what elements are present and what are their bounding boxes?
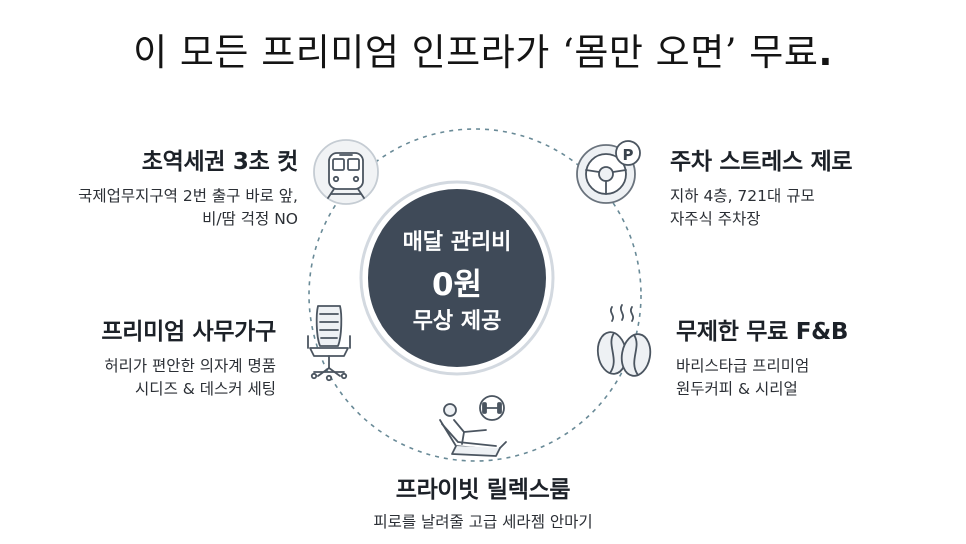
feature-furniture-desc: 허리가 편안한 의자계 명품 시디즈 & 데스커 세팅 xyxy=(101,355,276,401)
feature-subway: 초역세권 3초 컷 국제업무지구역 2번 출구 바로 앞, 비/땀 걱정 NO xyxy=(78,142,298,231)
feature-fnb-desc: 바리스타급 프리미엄 원두커피 & 시리얼 xyxy=(676,355,848,401)
headline-quote: ‘몸만 오면’ xyxy=(562,31,738,74)
center-badge-line2: 0원 xyxy=(431,267,483,303)
feature-relax-desc: 피로를 날려줄 고급 세라젬 안마기 xyxy=(283,511,683,534)
feature-parking-desc: 지하 4층, 721대 규모 자주식 주차장 xyxy=(670,185,852,231)
feature-fnb-desc-line2: 원두커피 & 시리얼 xyxy=(676,380,798,398)
feature-furniture-desc-line2: 시디즈 & 데스커 세팅 xyxy=(135,380,276,398)
headline: 이 모든 프리미엄 인프라가 ‘몸만 오면’ 무료. xyxy=(0,22,966,76)
feature-relax: 프라이빗 릴렉스룸 피로를 날려줄 고급 세라젬 안마기 xyxy=(283,470,683,534)
feature-parking: 주차 스트레스 제로 지하 4층, 721대 규모 자주식 주차장 xyxy=(670,142,853,231)
feature-parking-title: 주차 스트레스 제로 xyxy=(670,149,853,175)
feature-subway-title: 초역세권 3초 컷 xyxy=(141,149,299,175)
steering-wheel-parking-icon xyxy=(576,140,641,204)
center-badge-line3: 무상 제공 xyxy=(412,309,502,334)
headline-text-end: 무료 xyxy=(737,31,819,74)
center-badge-disc xyxy=(368,189,546,367)
dashed-orbit xyxy=(308,128,642,462)
feature-furniture-title: 프리미엄 사무가구 xyxy=(101,319,276,345)
feature-subway-desc-line2: 비/땀 걱정 NO xyxy=(202,210,298,228)
feature-subway-desc-line1: 국제업무지구역 2번 출구 바로 앞, xyxy=(78,187,298,205)
parking-badge-letter: P xyxy=(623,146,634,164)
feature-fnb-title: 무제한 무료 F&B xyxy=(676,319,849,345)
feature-relax-desc-line1: 피로를 날려줄 고급 세라젬 안마기 xyxy=(373,513,593,531)
coffee-beans-icon xyxy=(596,304,652,377)
feature-relax-title: 프라이빗 릴렉스룸 xyxy=(395,477,571,503)
feature-parking-desc-line2: 자주식 주차장 xyxy=(670,210,761,228)
feature-parking-desc-line1: 지하 4층, 721대 규모 xyxy=(670,187,815,205)
massage-chair-dumbbell-icon xyxy=(439,395,507,457)
headline-text: 이 모든 프리미엄 인프라가 xyxy=(133,31,563,74)
subway-train-icon xyxy=(313,139,379,205)
office-chair-icon xyxy=(307,305,351,382)
feature-fnb: 무제한 무료 F&B 바리스타급 프리미엄 원두커피 & 시리얼 xyxy=(676,312,848,401)
headline-period: . xyxy=(818,31,833,74)
feature-fnb-desc-line1: 바리스타급 프리미엄 xyxy=(676,357,810,375)
center-badge: 매달 관리비 0원 무상 제공 xyxy=(367,188,547,368)
feature-furniture: 프리미엄 사무가구 허리가 편안한 의자계 명품 시디즈 & 데스커 세팅 xyxy=(101,312,276,401)
feature-furniture-desc-line1: 허리가 편안한 의자계 명품 xyxy=(104,357,276,375)
center-badge-line1: 매달 관리비 xyxy=(402,230,512,255)
feature-subway-desc: 국제업무지구역 2번 출구 바로 앞, 비/땀 걱정 NO xyxy=(78,185,298,231)
